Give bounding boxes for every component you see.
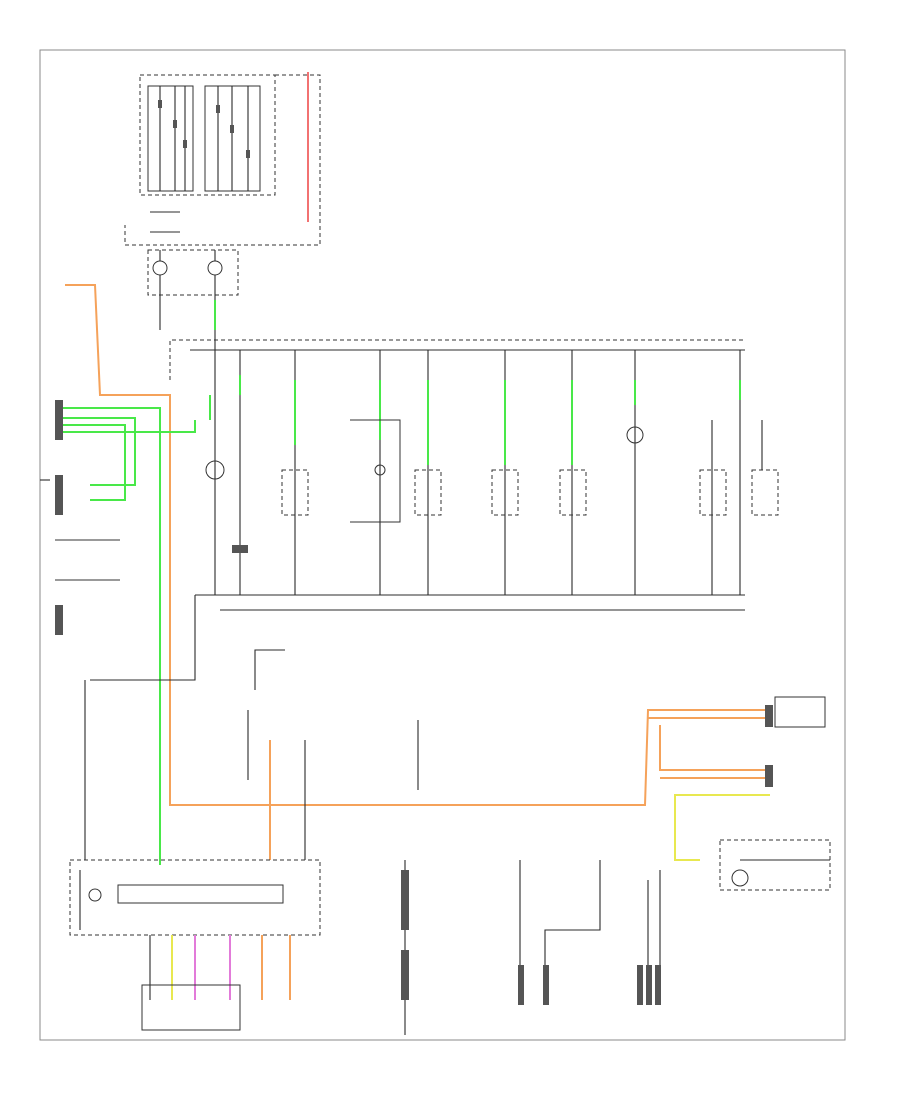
branch-column-8: [626, 350, 644, 595]
combination-switch-assembly: [124, 72, 321, 246]
green-wire-1: [60, 407, 161, 865]
branch-column-4: [350, 350, 401, 595]
branch-column-6: [491, 350, 519, 595]
yellow-wire: [674, 794, 770, 861]
bottom-right-connectors: [637, 839, 831, 1005]
branch-column-10: [739, 350, 779, 595]
diagram-frame: [39, 49, 846, 1041]
power-supply-control-unit: [69, 859, 321, 936]
green-wire-2: [60, 417, 136, 486]
branch-column-1: [205, 350, 225, 595]
branch-column-7: [559, 350, 587, 595]
orange-wire-branch-2: [659, 725, 770, 771]
branch-column-9: [699, 420, 727, 595]
right-connector-block: [765, 696, 826, 787]
spiral-cable-unit: [147, 249, 239, 330]
branch-column-3: [281, 350, 309, 595]
left-connector-stack: [40, 400, 120, 860]
branch-column-2: [232, 350, 248, 595]
orange-wire-main: [65, 284, 770, 806]
lamp-control-box: [141, 984, 241, 1031]
branch-column-5: [414, 350, 442, 595]
green-wire-4: [60, 420, 196, 433]
middle-switches: [247, 649, 419, 860]
green-wire-3: [60, 424, 126, 501]
bottom-middle-connectors: [401, 860, 601, 1035]
